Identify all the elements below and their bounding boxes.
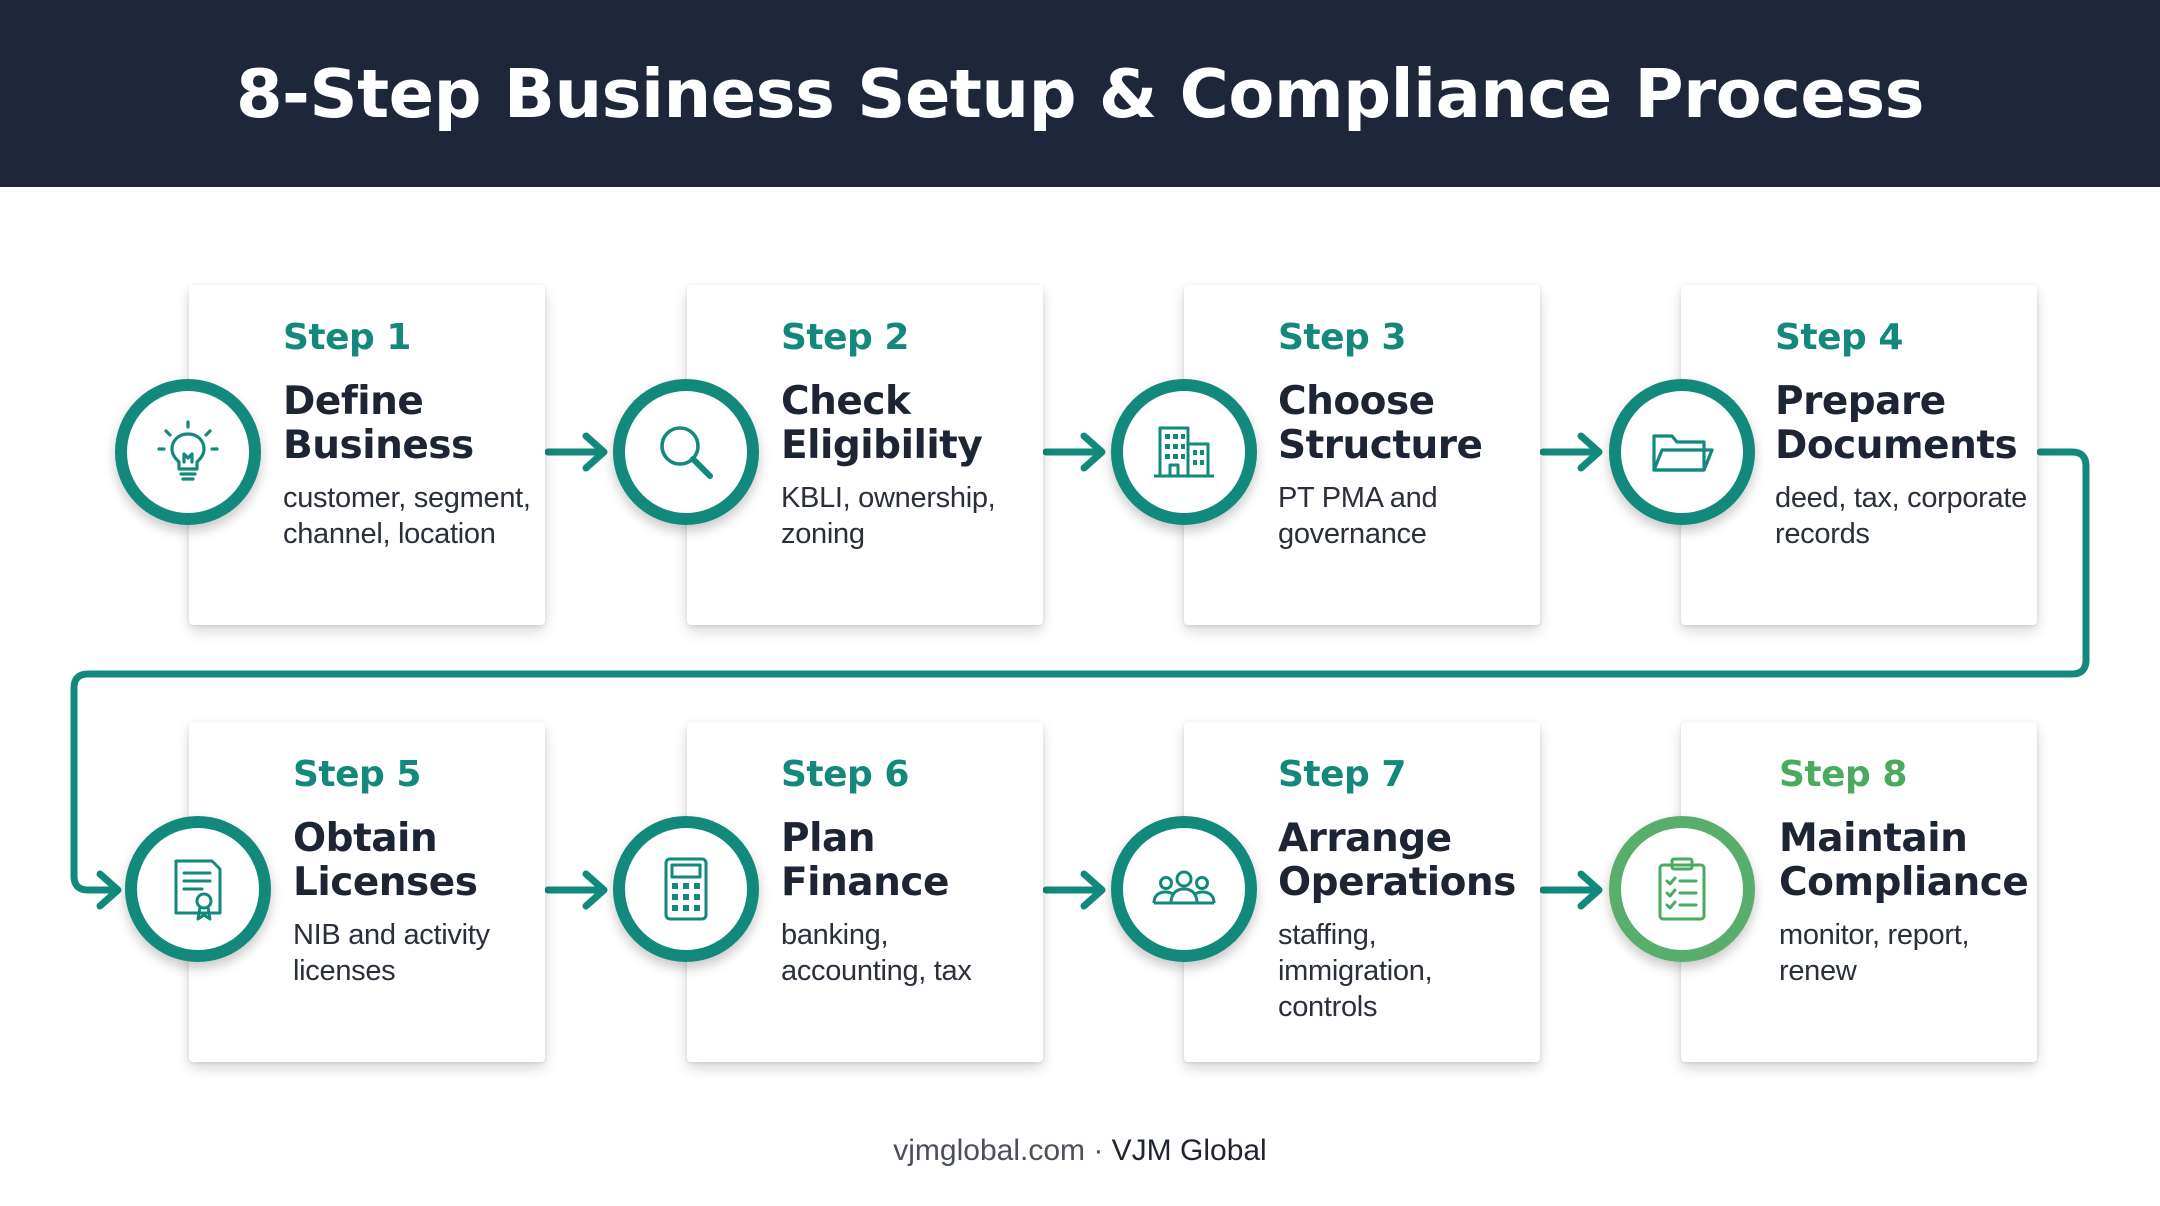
footer-brand: VJM Global — [1111, 1134, 1267, 1167]
building-icon — [1154, 426, 1214, 478]
step-number: Step 4 — [1775, 317, 1903, 358]
arrow-step2-to-step3 — [1042, 432, 1106, 472]
step-icon-badge-6 — [613, 816, 759, 962]
lightbulb-icon — [157, 420, 219, 481]
step-number: Step 6 — [781, 754, 909, 795]
arrow-step5-to-step6 — [544, 870, 608, 910]
footer-site: vjmglobal.com — [893, 1134, 1085, 1167]
step-title: Maintain Compliance — [1779, 816, 2029, 905]
arrow-step1-to-step2 — [544, 432, 608, 472]
step-description: KBLI, ownership, zoning — [781, 482, 996, 550]
footer-separator: · — [1085, 1134, 1112, 1167]
step-title: Arrange Operations — [1278, 816, 1516, 905]
step-number: Step 5 — [293, 754, 421, 795]
step-number: Step 2 — [781, 317, 909, 358]
step-title: Check Eligibility — [781, 379, 983, 468]
step-icon-badge-3 — [1111, 379, 1257, 525]
step-description: banking, accounting, tax — [781, 919, 972, 987]
step-icon-badge-5 — [125, 816, 271, 962]
clipboard-checklist-icon — [1658, 857, 1706, 921]
step-number: Step 8 — [1779, 754, 1907, 795]
step-description: monitor, report, renew — [1779, 919, 1970, 987]
arrow-step7-to-step8 — [1539, 870, 1603, 910]
arrow-step3-to-step4 — [1539, 432, 1603, 472]
step-icon-badge-4 — [1609, 379, 1755, 525]
step-icon-badge-8 — [1609, 816, 1755, 962]
header-banner: 8-Step Business Setup & Compliance Proce… — [0, 0, 2160, 187]
step-description: customer, segment, channel, location — [283, 482, 531, 550]
step-description: staffing, immigration, controls — [1278, 919, 1433, 1023]
step-icon-badge-1 — [115, 379, 261, 525]
certificate-icon — [174, 859, 222, 921]
step-icon-badge-7 — [1111, 816, 1257, 962]
team-icon — [1152, 870, 1216, 905]
step-title: Prepare Documents — [1775, 379, 2018, 468]
step-icon-badge-2 — [613, 379, 759, 525]
step-description: deed, tax, corporate records — [1775, 482, 2027, 550]
step-number: Step 7 — [1278, 754, 1406, 795]
step-number: Step 1 — [283, 317, 411, 358]
arrow-step6-to-step7 — [1042, 870, 1106, 910]
magnifier-icon — [660, 426, 713, 479]
step-title: Choose Structure — [1278, 379, 1483, 468]
step-title: Plan Finance — [781, 816, 949, 905]
step-title: Obtain Licenses — [293, 816, 478, 905]
step-description: PT PMA and governance — [1278, 482, 1438, 550]
page-title: 8-Step Business Setup & Compliance Proce… — [235, 54, 1925, 133]
calculator-icon — [664, 857, 708, 921]
folder-icon — [1652, 434, 1714, 472]
step-number: Step 3 — [1278, 317, 1406, 358]
step-title: Define Business — [283, 379, 474, 468]
footer-credit: vjmglobal.com · VJM Global — [0, 1134, 2160, 1168]
step-description: NIB and activity licenses — [293, 919, 490, 987]
